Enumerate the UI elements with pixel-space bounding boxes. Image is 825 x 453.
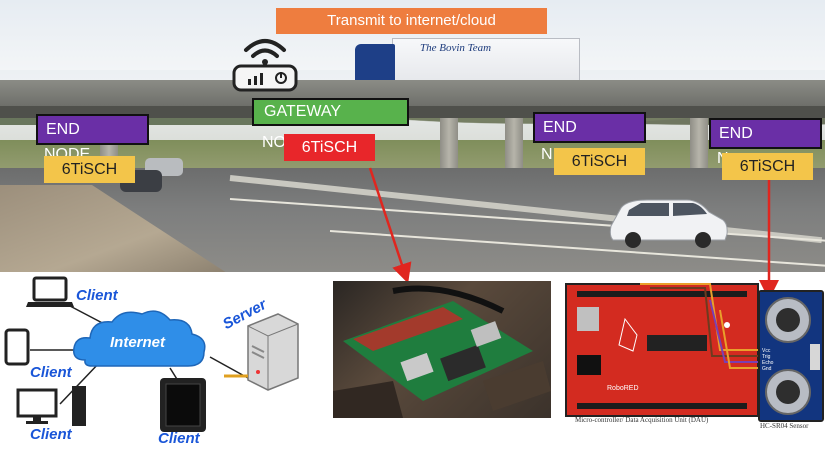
phone-icon — [4, 328, 30, 366]
truck-cab — [355, 44, 395, 84]
sensor-pin-echo: Echo — [762, 360, 774, 366]
end-node-1-6tisch-label: 6TiSCH — [44, 156, 135, 183]
sensor-pin-trig: Trig — [762, 354, 771, 360]
hc-sr04-sensor-icon — [760, 292, 822, 420]
end-node-3-label: END — [709, 118, 822, 149]
end-node-2-node-text: N — [541, 146, 553, 163]
tablet-icon — [160, 378, 206, 432]
client-label-laptop: Client — [76, 287, 118, 304]
truck-trailer — [392, 38, 580, 88]
raspberry-pi-board — [333, 285, 551, 418]
gateway-6tisch-label: 6TiSCH — [284, 134, 375, 161]
sensor-caption: HC-SR04 Sensor — [760, 422, 809, 430]
internet-label: Internet — [110, 334, 166, 351]
ultrasonic-sensor: Vcc Trig Echo Gnd — [758, 290, 824, 422]
desktop-icon — [16, 386, 86, 426]
gateway-node-text: NO — [262, 134, 286, 151]
wifi-router-icon — [232, 39, 298, 92]
transmit-to-cloud-banner: Transmit to internet/cloud — [276, 8, 547, 34]
client-label-desktop: Client — [30, 426, 72, 443]
internet-cloud-icon — [72, 310, 206, 367]
bridge-deck — [0, 80, 825, 106]
end-node-1-label: END — [36, 114, 149, 145]
board-brand: RoboRED — [607, 385, 639, 392]
client-label-tablet: Client — [158, 430, 200, 447]
server-icon — [247, 313, 299, 391]
sensor-wires — [640, 283, 760, 369]
highway-bridge-photo: The Bovin Team — [0, 0, 825, 272]
white-suv — [609, 199, 728, 248]
end-node-3-6tisch-label: 6TiSCH — [722, 153, 813, 180]
sensor-pin-gnd: Gnd — [762, 366, 772, 372]
truck-logo: The Bovin Team — [420, 42, 492, 54]
raspberry-pi-photo — [333, 281, 551, 418]
laptop-icon — [26, 276, 74, 307]
client-label-phone: Client — [30, 364, 72, 381]
network-diagram — [4, 276, 299, 432]
dau-caption: Micro-controller/ Data Acquisition Unit … — [575, 416, 709, 424]
gateway-to-pi-arrow — [368, 167, 412, 284]
gateway-label: GATEWAY — [252, 98, 409, 126]
sensor-pin-vcc: Vcc — [762, 348, 771, 354]
end-node-2-6tisch-label: 6TiSCH — [554, 148, 645, 175]
end-node-2-label: END — [533, 112, 646, 143]
